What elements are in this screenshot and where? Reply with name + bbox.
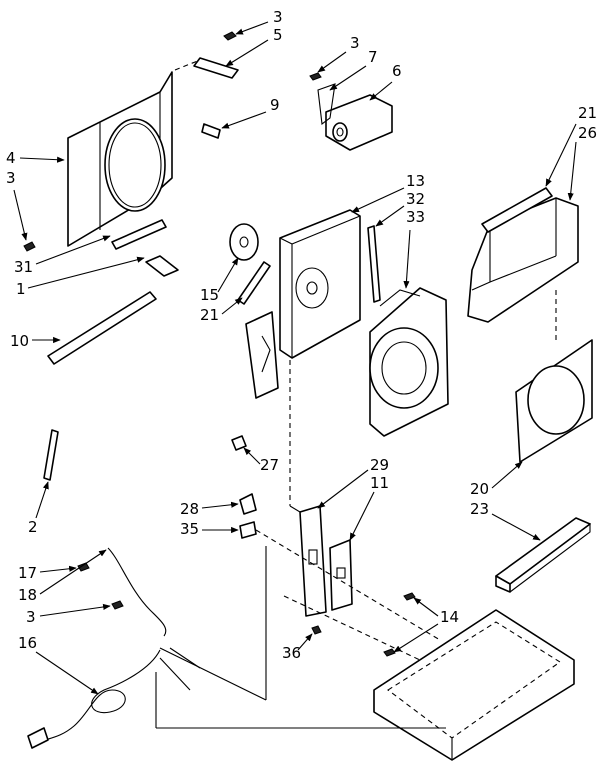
part-33-scroll bbox=[369, 287, 449, 437]
label-13: 13 bbox=[406, 172, 425, 190]
label-3: 3 bbox=[26, 608, 36, 626]
part-31-strip bbox=[111, 219, 167, 250]
label-21: 21 bbox=[578, 104, 597, 122]
part-14-screw-b bbox=[383, 648, 396, 657]
label-1: 1 bbox=[16, 280, 26, 298]
part-28-switch bbox=[239, 493, 257, 515]
label-35: 35 bbox=[180, 520, 199, 538]
label-17: 17 bbox=[18, 564, 37, 582]
part-10-strip bbox=[47, 291, 157, 365]
part-26-duct bbox=[467, 197, 579, 323]
part-27-block bbox=[231, 435, 247, 451]
part-6-capacitor bbox=[309, 72, 393, 151]
label-16: 16 bbox=[18, 634, 37, 652]
part-15-hub bbox=[229, 223, 259, 261]
label-7: 7 bbox=[368, 48, 378, 66]
label-10: 10 bbox=[10, 332, 29, 350]
label-32: 32 bbox=[406, 190, 425, 208]
label-6: 6 bbox=[392, 62, 402, 80]
label-27: 27 bbox=[260, 456, 279, 474]
part-13-bulkhead bbox=[245, 209, 361, 399]
label-3: 3 bbox=[350, 34, 360, 52]
assembly-lines bbox=[155, 360, 446, 729]
part-32-strip bbox=[367, 225, 381, 303]
part-9-clip bbox=[201, 123, 221, 139]
part-20-panel bbox=[515, 290, 593, 463]
label-20: 20 bbox=[470, 480, 489, 498]
label-15: 15 bbox=[200, 286, 219, 304]
label-2: 2 bbox=[28, 518, 38, 536]
label-5: 5 bbox=[273, 26, 283, 44]
part-14-screw-a bbox=[403, 592, 416, 601]
part-17-screw bbox=[77, 562, 90, 572]
part-4-side-panel bbox=[67, 71, 173, 247]
label-26: 26 bbox=[578, 124, 597, 142]
part-11-bracket bbox=[329, 539, 353, 611]
label-9: 9 bbox=[270, 96, 280, 114]
label-28: 28 bbox=[180, 500, 199, 518]
base-pan bbox=[373, 609, 575, 761]
part-2-tube bbox=[43, 429, 59, 481]
part-3-screw-left bbox=[23, 241, 36, 252]
label-3: 3 bbox=[273, 8, 283, 26]
part-21-strip bbox=[237, 261, 271, 305]
part-23-channel bbox=[495, 517, 591, 593]
label-14: 14 bbox=[440, 608, 459, 626]
part-21-strip-right bbox=[481, 187, 553, 233]
label-23: 23 bbox=[470, 500, 489, 518]
label-4: 4 bbox=[6, 149, 16, 167]
part-5-bracket bbox=[174, 31, 239, 79]
label-11: 11 bbox=[370, 474, 389, 492]
label-3: 3 bbox=[6, 169, 16, 187]
label-36: 36 bbox=[282, 644, 301, 662]
label-21: 21 bbox=[200, 306, 219, 324]
label-33: 33 bbox=[406, 208, 425, 226]
label-29: 29 bbox=[370, 456, 389, 474]
callouts: 3 5 3 7 6 9 21 26 4 3 13 32 33 31 1 15 2… bbox=[6, 8, 597, 695]
label-18: 18 bbox=[18, 586, 37, 604]
part-18-wire bbox=[107, 547, 167, 637]
part-35-switch bbox=[239, 521, 257, 539]
part-29-bracket bbox=[299, 505, 327, 617]
part-1-block bbox=[145, 255, 179, 277]
part-3-screw-wire bbox=[111, 600, 124, 610]
part-16-power-cord bbox=[27, 647, 201, 749]
label-31: 31 bbox=[14, 258, 33, 276]
part-36-screw bbox=[311, 625, 322, 635]
